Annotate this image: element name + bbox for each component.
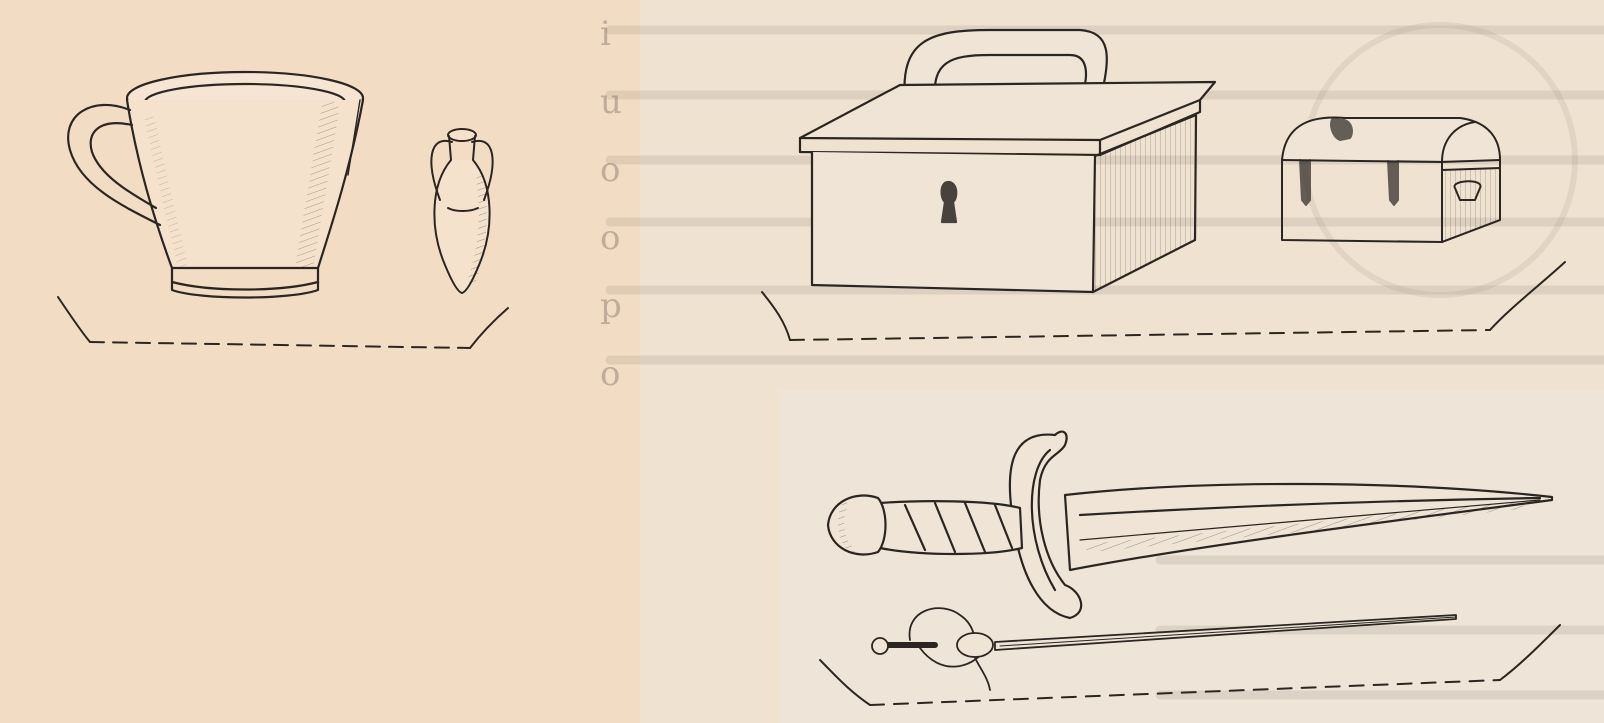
dagger-icon	[826, 430, 1554, 620]
paper-fold-region	[780, 390, 1604, 723]
rapier-icon	[871, 607, 1457, 691]
shelf-outline-2	[761, 261, 1566, 341]
cup-icon	[67, 70, 365, 299]
shelf-outline-1	[57, 296, 509, 349]
shelf-outline-3	[819, 624, 1561, 706]
amphora-icon	[430, 128, 494, 294]
chest-icon	[1281, 116, 1501, 243]
strongbox-icon	[798, 28, 1217, 294]
